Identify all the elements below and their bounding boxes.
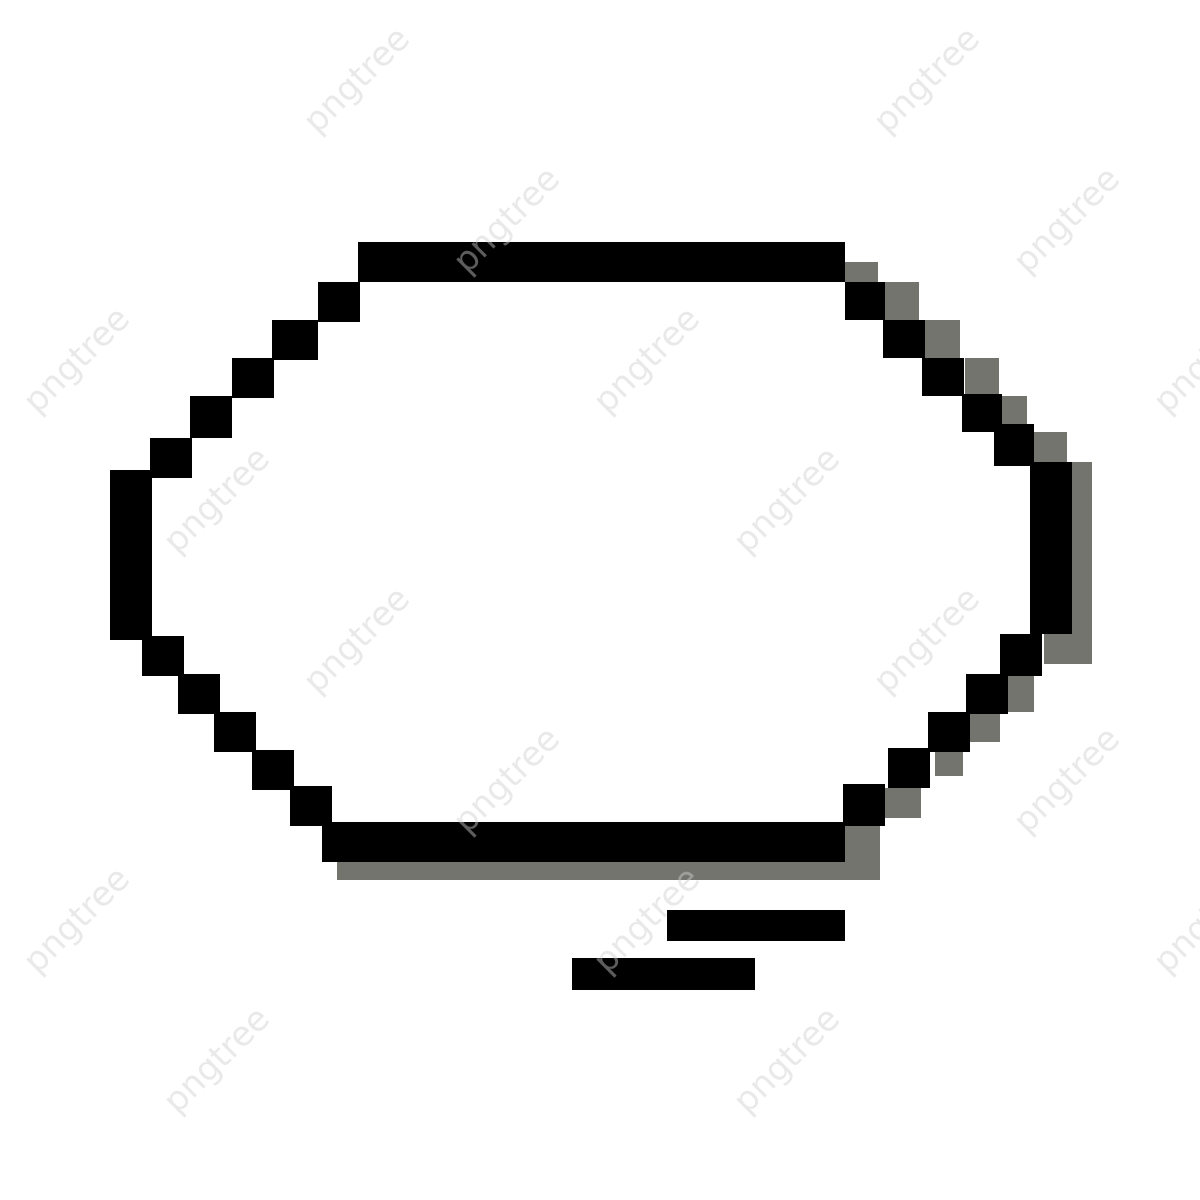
bubble-shadow — [337, 262, 1092, 880]
outline-right-side — [1030, 462, 1072, 634]
outline-bottom-edge — [322, 822, 845, 862]
outline-bottom-left-step-5 — [290, 786, 332, 826]
shadow-top-right-step-4 — [965, 358, 999, 396]
outline-bottom-left-step-4 — [252, 750, 294, 790]
shadow-bottom-right-step-1 — [1044, 634, 1092, 664]
shadow-right-side — [1070, 462, 1092, 664]
outline-bottom-left-step-2 — [178, 674, 220, 714]
shadow-top-right-step-2 — [885, 282, 919, 320]
outline-bottom-left-step-3 — [214, 712, 256, 752]
outline-bottom-right-step-5 — [843, 784, 885, 826]
outline-top-right-step-2 — [883, 320, 925, 358]
outline-top-right-step-5 — [994, 424, 1034, 466]
outline-top-edge — [358, 242, 845, 282]
shadow-bottom-right-step-3 — [970, 712, 1000, 742]
shadow-top-right-step-6 — [1034, 432, 1067, 462]
outline-bottom-left-step-1 — [142, 636, 184, 676]
outline-bottom-right-step-4 — [888, 748, 930, 788]
tail-line-upper — [667, 910, 845, 941]
shadow-bottom-right-step-5 — [885, 788, 921, 818]
shadow-bottom-right-step-2 — [1004, 676, 1034, 712]
outline-left-side — [110, 470, 152, 640]
bubble-tail-lines — [572, 910, 845, 990]
outline-top-left-step-5 — [150, 438, 192, 478]
shadow-top-right-step-1 — [845, 262, 878, 282]
outline-top-left-step-3 — [232, 358, 274, 398]
outline-bottom-right-step-3 — [928, 712, 970, 752]
shadow-bottom-edge — [337, 860, 865, 880]
shadow-top-right-step-3 — [925, 320, 960, 358]
outline-bottom-right-step-1 — [1000, 634, 1042, 676]
outline-top-right-step-3 — [922, 358, 964, 396]
bubble-outline — [110, 242, 1072, 862]
outline-top-right-step-1 — [845, 282, 885, 320]
tail-line-lower — [572, 958, 755, 990]
outline-top-left-step-4 — [190, 396, 232, 438]
outline-top-left-step-2 — [272, 320, 318, 360]
outline-bottom-right-step-2 — [966, 674, 1008, 714]
outline-top-left-step-1 — [318, 282, 360, 322]
